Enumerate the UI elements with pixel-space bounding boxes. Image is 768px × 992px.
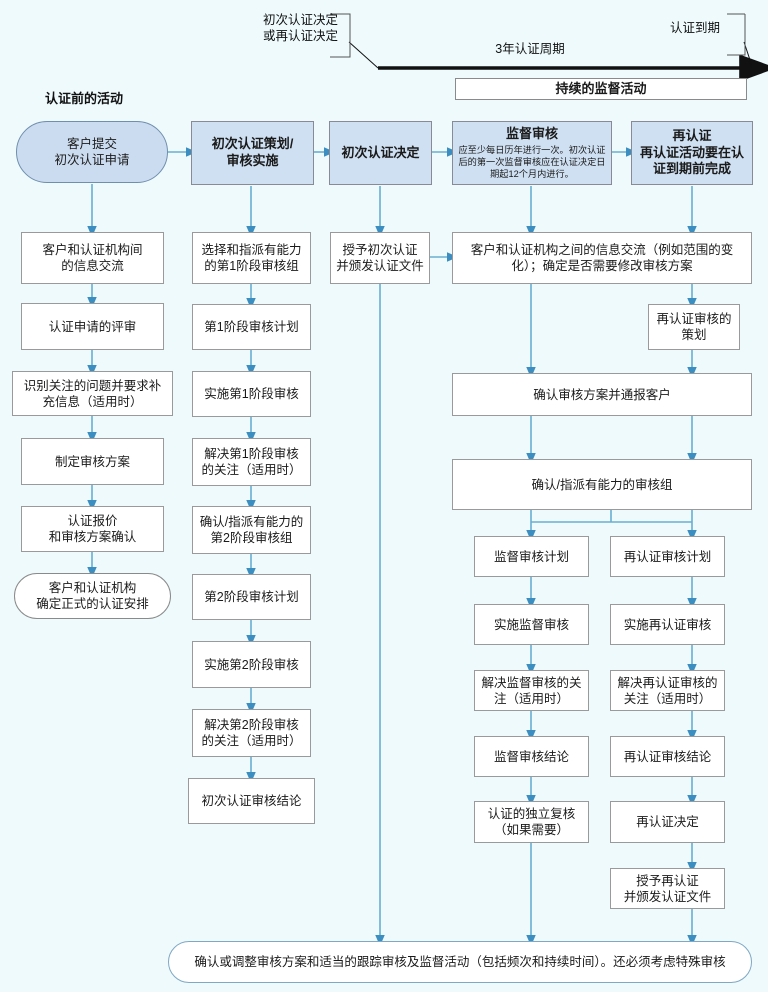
c1-step-4[interactable]: 认证报价 和审核方案确认 (21, 506, 164, 552)
c2-step-8[interactable]: 初次认证审核结论 (188, 778, 315, 824)
timeline-expiry-label: 认证到期 (669, 21, 720, 35)
surveillance-body: 应至少每日历年进行一次。初次认证后的第一次监督审核应在认证决定日期起12个月内进… (458, 144, 606, 179)
c5-step-5[interactable]: 再认证决定 (610, 801, 725, 843)
c1-step-0[interactable]: 客户和认证机构间 的信息交流 (21, 232, 164, 284)
c5-step-2[interactable]: 实施再认证审核 (610, 604, 725, 645)
pre-certification-label: 认证前的活动 (45, 91, 124, 106)
c4-step-1[interactable]: 实施监督审核 (474, 604, 589, 645)
c3-step-0[interactable]: 授予初次认证 并颁发认证文件 (330, 232, 430, 284)
c4-step-0[interactable]: 监督审核计划 (474, 536, 589, 577)
footer-summary[interactable]: 确认或调整审核方案和适当的跟踪审核及监督活动（包括频次和持续时间）。还必须考虑特… (168, 941, 752, 983)
c2-step-1[interactable]: 第1阶段审核计划 (192, 304, 311, 350)
c2-step-3[interactable]: 解决第1阶段审核 的关注（适用时） (192, 438, 311, 486)
c2-step-6[interactable]: 实施第2阶段审核 (192, 641, 311, 688)
surveillance-title: 监督审核 (505, 125, 558, 141)
c2-step-0[interactable]: 选择和指派有能力 的第1阶段审核组 (192, 232, 311, 284)
c2-step-2[interactable]: 实施第1阶段审核 (192, 371, 311, 417)
c1-step-2[interactable]: 识别关注的问题并要求补 充信息（适用时） (12, 371, 173, 416)
ongoing-surveillance-box: 持续的监督活动 (455, 78, 747, 100)
header-recertification[interactable]: 再认证 再认证活动要在认 证到期前完成 (631, 121, 753, 185)
c5-step-0[interactable]: 再认证审核的 策划 (648, 304, 740, 350)
timeline-cycle-label: 3年认证周期 (495, 42, 565, 56)
c5-step-1[interactable]: 再认证审核计划 (610, 536, 725, 577)
timeline-left-label: 初次认证决定 或再认证决定 (262, 13, 338, 44)
c4-step-3[interactable]: 监督审核结论 (474, 736, 589, 777)
c5-step-4[interactable]: 再认证审核结论 (610, 736, 725, 777)
header-initial-planning[interactable]: 初次认证策划/ 审核实施 (191, 121, 314, 185)
c2-step-5[interactable]: 第2阶段审核计划 (192, 574, 311, 620)
c4-step-2[interactable]: 解决监督审核的关 注（适用时） (474, 670, 589, 711)
c5-step-6[interactable]: 授予再认证 并颁发认证文件 (610, 868, 725, 909)
c1-step-1[interactable]: 认证申请的评审 (21, 303, 164, 350)
c1-step-5[interactable]: 客户和认证机构 确定正式的认证安排 (14, 573, 171, 619)
c2-step-7[interactable]: 解决第2阶段审核 的关注（适用时） (192, 709, 311, 757)
c2-step-4[interactable]: 确认/指派有能力的 第2阶段审核组 (192, 506, 311, 554)
c4-step-4[interactable]: 认证的独立复核 （如果需要） (474, 801, 589, 843)
header-client-application[interactable]: 客户提交 初次认证申请 (16, 121, 168, 183)
shared-info-exchange[interactable]: 客户和认证机构之间的信息交流（例如范围的变 化）；确定是否需要修改审核方案 (452, 232, 752, 284)
shared-confirm-program[interactable]: 确认审核方案并通报客户 (452, 373, 752, 416)
c5-step-3[interactable]: 解决再认证审核的 关注（适用时） (610, 670, 725, 711)
header-initial-decision[interactable]: 初次认证决定 (329, 121, 432, 185)
shared-assign-team[interactable]: 确认/指派有能力的审核组 (452, 459, 752, 510)
c1-step-3[interactable]: 制定审核方案 (21, 438, 164, 485)
header-surveillance-audit[interactable]: 监督审核 应至少每日历年进行一次。初次认证后的第一次监督审核应在认证决定日期起1… (452, 121, 612, 185)
